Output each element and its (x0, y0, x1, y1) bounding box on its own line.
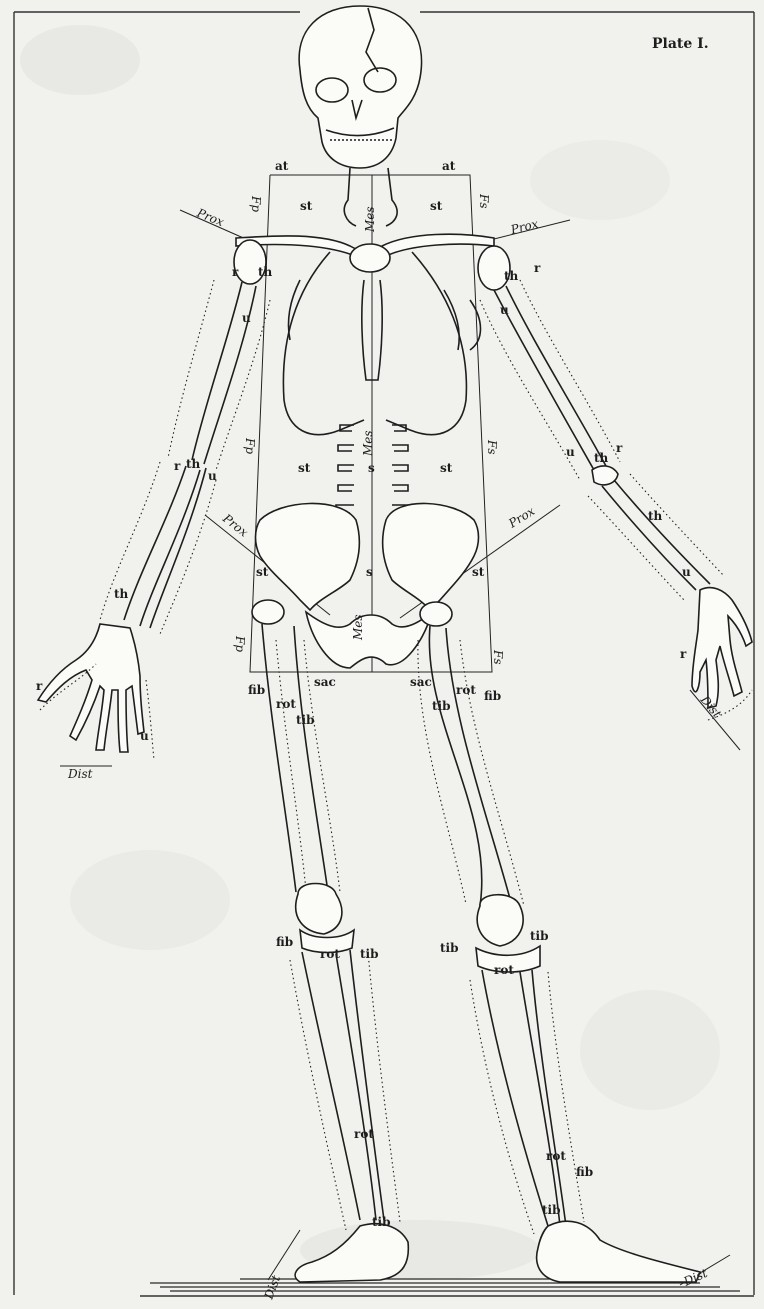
label-tib-right-ankle: tib (542, 1203, 561, 1217)
label-dist-left-hand: Dist (67, 767, 93, 781)
label-rot-left-hip: rot (276, 697, 296, 711)
label-fp-lower: Fp (233, 635, 247, 652)
label-st-lower-left: st (256, 565, 269, 579)
label-rot-right-knee: rot (494, 963, 514, 977)
label-fp-middle: Fp (243, 437, 257, 454)
label-fs-middle: Fs (485, 439, 499, 454)
label-sac-left: sac (314, 675, 336, 689)
label-fs-lower: Fs (491, 649, 505, 664)
label-u-right-upper: u (500, 303, 509, 317)
pelvis (256, 503, 479, 668)
label-tib-right-knee: tib (530, 929, 549, 943)
label-tib-left-ankle: tib (372, 1215, 391, 1229)
label-r-right-upper: r (534, 261, 541, 275)
skull (299, 6, 421, 168)
label-th-left-elbow: th (186, 457, 201, 471)
label-s-middle: s (368, 461, 375, 475)
label-mes-upper: Mes (363, 206, 377, 233)
label-th-left-humerus: th (258, 265, 273, 279)
label-tib-left-knee: tib (360, 947, 379, 961)
plate-title: Plate I. (652, 36, 709, 52)
label-u-right-elbow: u (566, 445, 575, 459)
label-rot-left-ankle: rot (354, 1127, 374, 1141)
label-sac-right: sac (410, 675, 432, 689)
label-s-lower: s (366, 565, 373, 579)
label-th-right-elbow: th (594, 451, 609, 465)
label-mes-middle: Mes (361, 430, 375, 457)
label-r-left-elbow: r (174, 459, 181, 473)
label-tib-right-thigh: tib (432, 699, 451, 713)
left-arm (38, 240, 270, 760)
right-arm (478, 246, 752, 720)
label-st-upper-left: st (300, 199, 313, 213)
right-leg (418, 602, 700, 1282)
label-st-middle-right: st (440, 461, 453, 475)
label-fs-upper: Fs (477, 193, 491, 208)
label-th-right-forearm: th (648, 509, 663, 523)
label-fib-left-knee: fib (276, 935, 293, 949)
label-st-middle-left: st (298, 461, 311, 475)
label-rot-right-ankle: rot (546, 1149, 566, 1163)
label-prox-hip-right: Prox (505, 504, 537, 531)
label-prox-shoulder-right: Prox (508, 217, 540, 238)
label-tib-right-knee-left: tib (440, 941, 459, 955)
label-dist-right-hand: Dist (697, 692, 724, 721)
label-at-left: at (275, 159, 289, 173)
label-u-left-elbow: u (208, 469, 217, 483)
label-th-left-wrist: th (114, 587, 129, 601)
label-r-right-elbow: r (616, 441, 623, 455)
label-st-upper-right: st (430, 199, 443, 213)
label-prox-shoulder-left: Prox (194, 205, 226, 229)
label-fib-right-hip: fib (484, 689, 501, 703)
label-rot-right-hip: rot (456, 683, 476, 697)
shoulder-girdle (236, 234, 494, 272)
label-r-right-hand: r (680, 647, 687, 661)
label-u-right-wrist: u (682, 565, 691, 579)
label-r-left-hand: r (36, 679, 43, 693)
label-st-lower-right: st (472, 565, 485, 579)
label-r-left-upper: r (232, 265, 239, 279)
label-th-right-humerus: th (504, 269, 519, 283)
label-fib-right-ankle: fib (576, 1165, 593, 1179)
label-at-right: at (442, 159, 456, 173)
label-mes-lower: Mes (351, 614, 365, 641)
label-fib-left-hip: fib (248, 683, 265, 697)
anatomical-labels: at at st st Mes Fp Fs Prox Prox th r u t… (36, 159, 724, 1302)
label-prox-hip-left: Prox (219, 511, 250, 540)
label-u-left-upper: u (242, 311, 251, 325)
prox-dist-lines (60, 210, 740, 1285)
label-tib-left-thigh: tib (296, 713, 315, 727)
label-u-left-hand: u (140, 729, 149, 743)
label-rot-left-knee: rot (320, 947, 340, 961)
label-fp-upper: Fp (249, 195, 263, 212)
